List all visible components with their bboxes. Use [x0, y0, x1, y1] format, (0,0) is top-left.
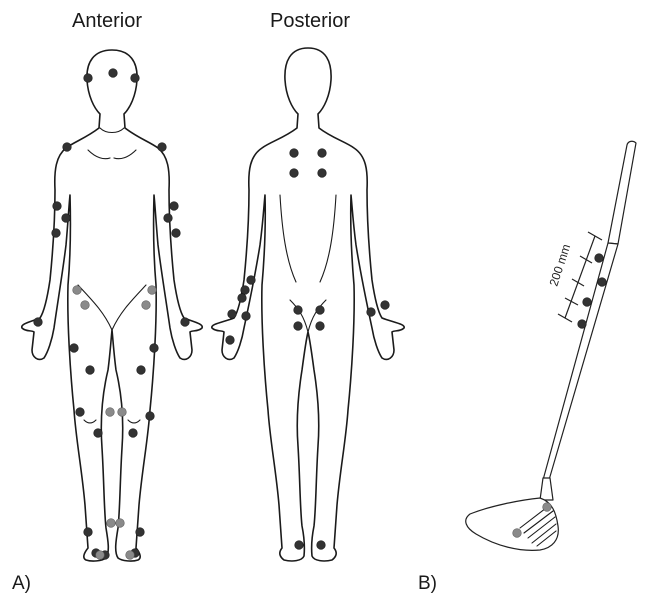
posterior-marker-dark [366, 307, 376, 317]
anterior-marker-dark [69, 343, 79, 353]
chest-line-right [113, 149, 137, 160]
posterior-marker-dark [227, 309, 237, 319]
anterior-marker-grey [141, 300, 151, 310]
posterior-marker-dark [225, 335, 235, 345]
anterior-marker-dark [149, 343, 159, 353]
anterior-view-label: Anterior [72, 10, 143, 32]
club-grip [607, 140, 637, 245]
gluteal-line-right [307, 299, 327, 333]
posterior-figure [211, 47, 405, 562]
anterior-marker-grey [125, 550, 135, 560]
neck-line [99, 127, 125, 134]
anterior-marker-dark [85, 365, 95, 375]
anterior-marker-grey [80, 300, 90, 310]
anterior-marker-dark [83, 73, 93, 83]
panel-b-label: B) [418, 573, 437, 594]
posterior-marker-dark [289, 148, 299, 158]
posterior-marker-dark [240, 285, 250, 295]
club-head [465, 497, 559, 551]
anterior-marker-dark [180, 317, 190, 327]
anterior-marker-dark [75, 407, 85, 417]
panel-a-label: A) [12, 573, 31, 594]
posterior-marker-dark [289, 168, 299, 178]
golf-club: 200 mm [465, 140, 637, 551]
club-shaft-marker [597, 277, 607, 287]
measure-tick-top [587, 231, 603, 241]
posterior-marker-dark [316, 540, 326, 550]
anterior-marker-dark [135, 527, 145, 537]
clubface-grooves [519, 504, 557, 547]
anterior-marker-grey [115, 518, 125, 528]
anterior-marker-dark [171, 228, 181, 238]
anterior-marker-grey [72, 285, 82, 295]
anterior-marker-dark [83, 527, 93, 537]
club-shaft-marker [594, 253, 604, 263]
anterior-marker-dark [62, 142, 72, 152]
measure-tick-bottom [557, 313, 573, 323]
anterior-marker-dark [169, 201, 179, 211]
posterior-marker-dark [315, 321, 325, 331]
chest-line-left [87, 149, 111, 160]
club-shaft-marker [582, 297, 592, 307]
groin-line-right [111, 284, 147, 331]
posterior-marker-dark [294, 540, 304, 550]
posterior-marker-dark [241, 311, 251, 321]
club-shaft-marker [577, 319, 587, 329]
posterior-marker-dark [293, 305, 303, 315]
club-head-marker [542, 502, 552, 512]
posterior-marker-dark [317, 148, 327, 158]
anterior-marker-dark [128, 428, 138, 438]
measure-tick [579, 255, 593, 264]
anterior-marker-dark [145, 411, 155, 421]
groin-line-left [77, 284, 113, 331]
posterior-marker-dark [380, 300, 390, 310]
posterior-marker-dark [246, 275, 256, 285]
posterior-marker-dark [237, 293, 247, 303]
posterior-marker-dark [315, 305, 325, 315]
posterior-marker-dark [293, 321, 303, 331]
posterior-body-outline [211, 47, 405, 562]
anterior-marker-grey [95, 550, 105, 560]
anterior-marker-dark [130, 73, 140, 83]
anterior-marker-dark [52, 201, 62, 211]
anterior-marker-dark [61, 213, 71, 223]
back-line-left [279, 194, 297, 283]
anterior-marker-dark [51, 228, 61, 238]
knee-line-left [83, 419, 97, 424]
knee-line-right [127, 419, 141, 424]
anterior-marker-grey [105, 407, 115, 417]
club-hosel [539, 477, 554, 501]
anterior-body-outline [20, 49, 204, 562]
anterior-marker-dark [136, 365, 146, 375]
anterior-figure [20, 49, 204, 562]
markers [33, 68, 607, 560]
measure-label: 200 mm [547, 242, 574, 288]
club-head-marker [512, 528, 522, 538]
anterior-marker-grey [147, 285, 157, 295]
posterior-view-label: Posterior [270, 10, 351, 32]
anterior-marker-dark [163, 213, 173, 223]
anterior-marker-grey [106, 518, 116, 528]
anterior-marker-dark [108, 68, 118, 78]
measure-tick [571, 278, 585, 287]
anterior-marker-dark [33, 317, 43, 327]
posterior-marker-dark [317, 168, 327, 178]
anterior-marker-dark [93, 428, 103, 438]
anterior-marker-grey [117, 407, 127, 417]
measure-tick [564, 297, 579, 306]
measure-line [564, 235, 596, 319]
anterior-marker-dark [157, 142, 167, 152]
back-line-right [319, 194, 337, 283]
